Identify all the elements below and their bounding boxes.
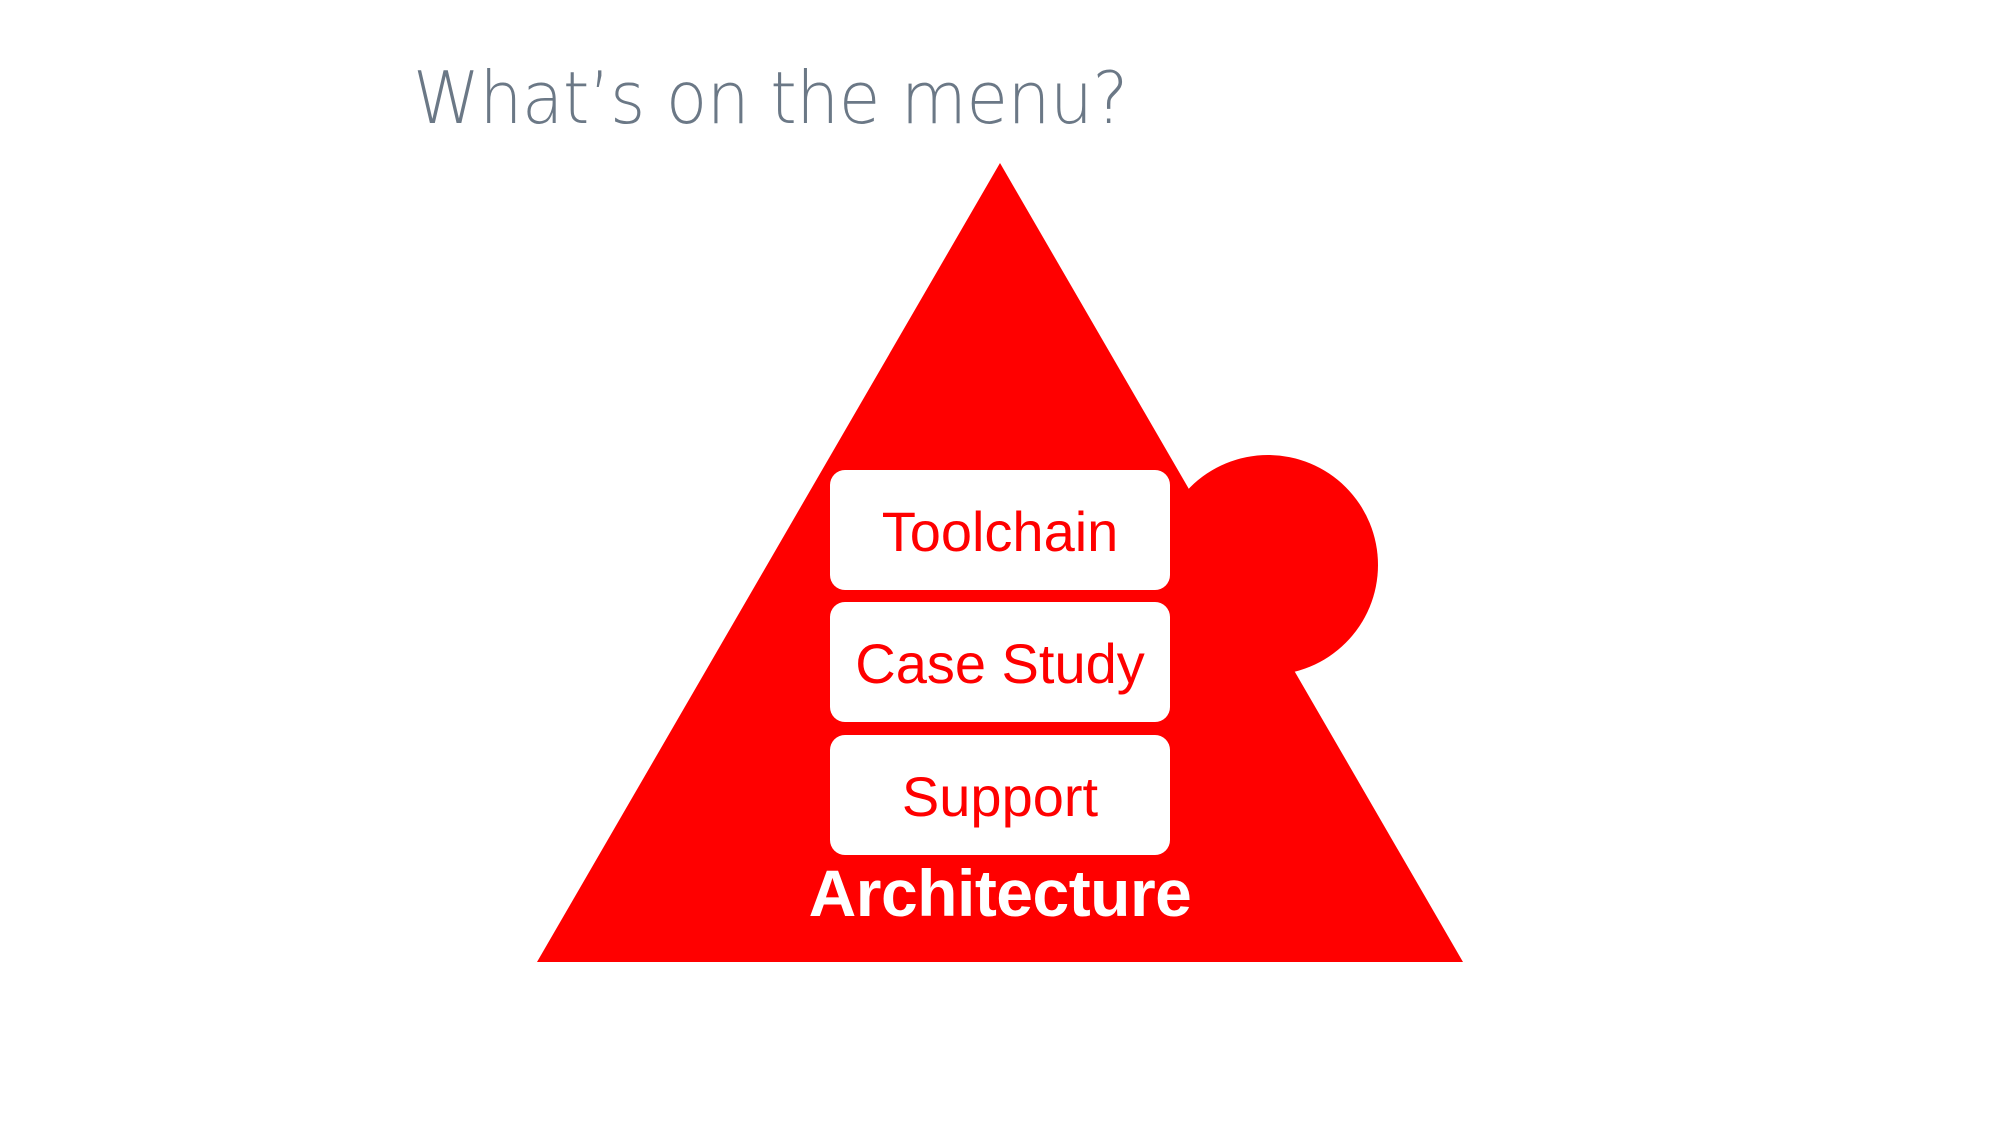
layer-label-case-study: Case Study	[855, 632, 1145, 695]
layer-box-toolchain: Toolchain	[830, 470, 1170, 590]
base-label-architecture: Architecture	[808, 856, 1192, 930]
layer-label-support: Support	[901, 765, 1099, 828]
slide-title: What’s on the menu?	[413, 56, 1128, 140]
layer-label-toolchain: Toolchain	[881, 500, 1119, 563]
layer-box-case-study: Case Study	[830, 602, 1170, 722]
layer-box-support: Support	[830, 735, 1170, 855]
